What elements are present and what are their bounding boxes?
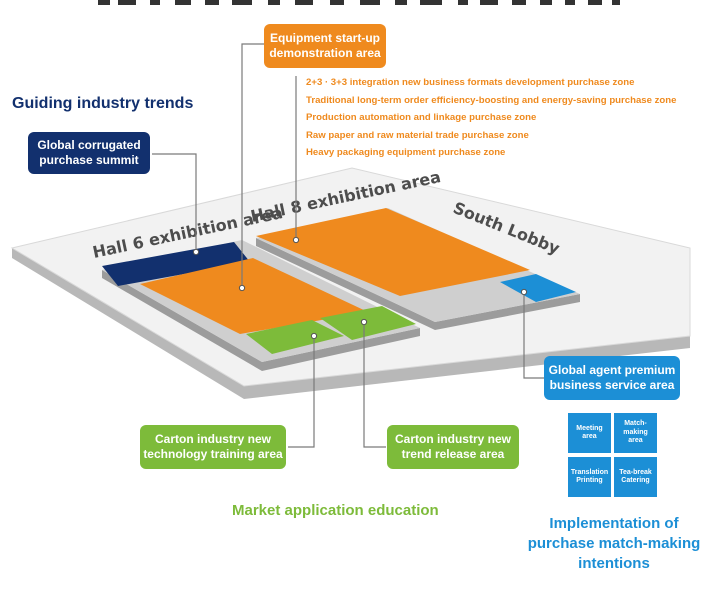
match-making-area-tile: Match- making area (614, 413, 657, 453)
trend-callout: Carton industry new trend release area (387, 425, 519, 469)
guiding-trends-heading: Guiding industry trends (12, 95, 194, 112)
trend-callout-label: Carton industry new trend release area (394, 432, 511, 461)
meeting-area-tile: Meeting area (568, 413, 611, 453)
hall6-green-zone-left (246, 320, 344, 354)
translation-printing-tile: Translation Printing (568, 457, 611, 497)
trend-marker-dot (360, 318, 368, 326)
hall8-orange-zone (256, 208, 530, 296)
market-education-heading: Market application education (232, 502, 439, 519)
training-marker-dot (310, 332, 318, 340)
zone-item: Raw paper and raw material trade purchas… (306, 129, 529, 141)
meeting-area-label: Meeting area (576, 424, 603, 441)
training-callout-label: Carton industry new technology training … (143, 432, 283, 461)
hall6-green-zone-right (320, 306, 416, 340)
hall6-navy-zone (102, 242, 250, 286)
hall6-platform-side (102, 270, 420, 371)
summit-callout: Global corrugated purchase summit (28, 132, 150, 174)
agent-callout-label: Global agent premium business service ar… (548, 363, 676, 392)
equipment-callout: Equipment start-up demonstration area (264, 24, 386, 68)
hall8-blue-zone (500, 274, 576, 302)
tea-break-catering-label: Tea-break Catering (619, 468, 652, 485)
zone-item: Heavy packaging equipment purchase zone (306, 147, 506, 158)
hall6-orange-zone (140, 258, 368, 334)
purchase-zone-list: 2+3 · 3+3 integration new business forma… (306, 74, 677, 162)
agent-leader-line (523, 292, 544, 379)
training-leader-line (288, 336, 315, 448)
summit-marker-dot (192, 248, 200, 256)
cropped-top-text-strip (98, 0, 620, 5)
translation-printing-label: Translation Printing (570, 468, 609, 485)
match-making-area-label: Match- making area (623, 420, 648, 445)
trend-leader-line (363, 322, 386, 448)
floor-slab-side (12, 248, 690, 399)
implementation-heading: Implementation of purchase match-making … (527, 515, 701, 572)
tea-break-catering-tile: Tea-break Catering (614, 457, 657, 497)
zones-marker-dot (292, 236, 300, 244)
equipment-callout-label: Equipment start-up demonstration area (269, 31, 381, 60)
equipment-leader-line (241, 43, 264, 286)
equipment-marker-dot (238, 284, 246, 292)
zone-item: Traditional long-term order efficiency-b… (306, 94, 677, 106)
agent-marker-dot (520, 288, 528, 296)
zone-item: Production automation and linkage purcha… (306, 112, 537, 123)
summit-leader-line (152, 153, 197, 250)
agent-callout: Global agent premium business service ar… (544, 356, 680, 400)
zone-item: 2+3 · 3+3 integration new business forma… (306, 77, 635, 88)
summit-callout-label: Global corrugated purchase summit (37, 138, 141, 167)
training-callout: Carton industry new technology training … (140, 425, 286, 469)
